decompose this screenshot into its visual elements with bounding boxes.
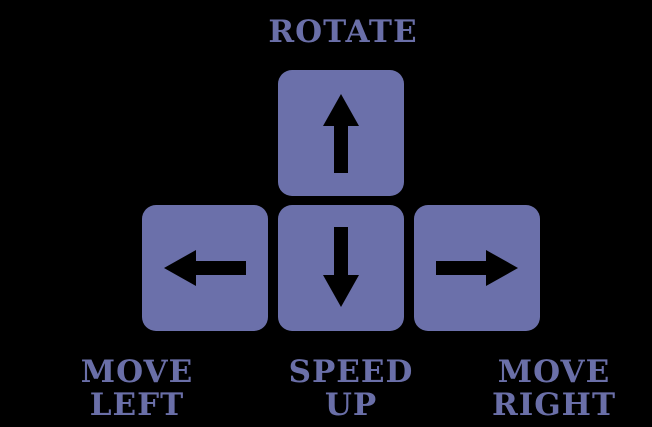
arrow-left-icon bbox=[164, 250, 246, 286]
move-left-line1: MOVE bbox=[80, 354, 194, 390]
arrow-right-icon bbox=[436, 250, 518, 286]
right-arrow-key[interactable] bbox=[414, 205, 540, 331]
left-arrow-key[interactable] bbox=[142, 205, 268, 331]
speed-up-line2: UP bbox=[324, 387, 378, 423]
move-right-line2: RIGHT bbox=[491, 387, 617, 423]
speed-up-line1: SPEED bbox=[288, 354, 414, 390]
move-left-line2: LEFT bbox=[89, 387, 185, 423]
rotate-label-text: ROTATE bbox=[268, 14, 418, 50]
move-right-line1: MOVE bbox=[497, 354, 611, 390]
arrow-down-icon bbox=[323, 227, 359, 307]
speed-up-label: SPEED UP bbox=[268, 356, 434, 422]
move-left-label: MOVE LEFT bbox=[57, 356, 217, 422]
move-right-label: MOVE RIGHT bbox=[468, 356, 640, 422]
down-arrow-key[interactable] bbox=[278, 205, 404, 331]
up-arrow-key[interactable] bbox=[278, 70, 404, 196]
arrow-up-icon bbox=[323, 94, 359, 173]
rotate-label: ROTATE bbox=[243, 16, 443, 49]
